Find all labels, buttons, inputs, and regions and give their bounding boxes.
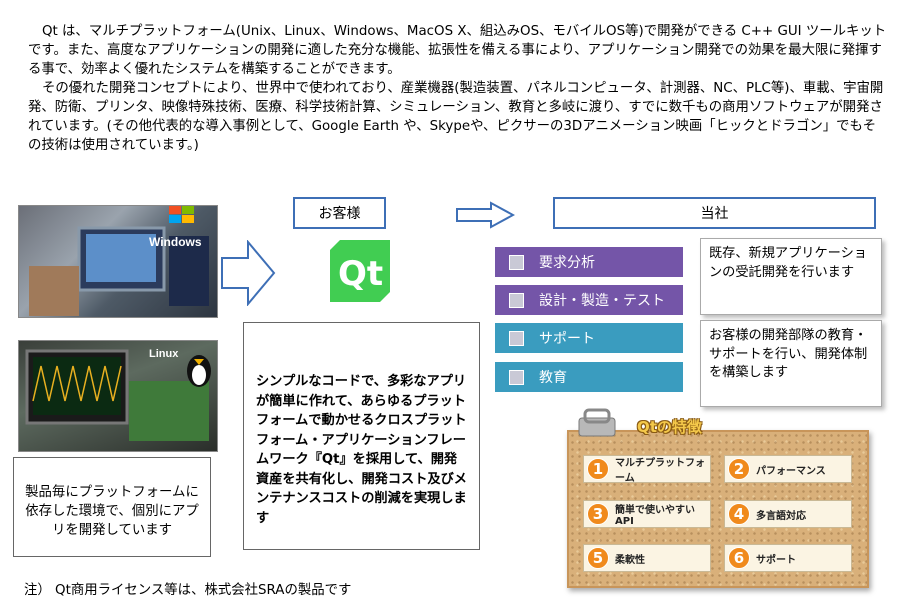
square-icon (509, 330, 524, 346)
feature-number: 4 (728, 503, 750, 525)
feature-number: 2 (728, 458, 750, 480)
feature-label: 柔軟性 (615, 554, 645, 566)
customer-label: お客様 (293, 197, 386, 229)
clip-icon (578, 408, 616, 437)
intro-paragraph-1: Qt は、マルチプラットフォーム(Unix、Linux、Windows、MacO… (28, 24, 887, 77)
feature-label: 簡単で使いやすいAPI (615, 505, 695, 527)
square-icon (509, 254, 524, 270)
feature-label: パフォーマンス (756, 465, 826, 477)
qt-logo-text: Qt (338, 254, 383, 294)
company-label: 当社 (553, 197, 876, 229)
features-title: Qtの特徴 (637, 418, 702, 436)
service-support: サポート (495, 323, 683, 353)
feature-number: 5 (587, 547, 609, 569)
feature-item: 5 柔軟性 (583, 544, 711, 572)
square-icon (509, 292, 524, 308)
feature-number: 3 (587, 503, 609, 525)
intro-text: Qt は、マルチプラットフォーム(Unix、Linux、Windows、MacO… (28, 22, 888, 155)
feature-label: マルチプラットフォーム (615, 458, 705, 484)
feature-number: 1 (587, 458, 609, 480)
windows-machine-photo: Windows (18, 205, 218, 318)
feature-item: 2 パフォーマンス (724, 455, 852, 483)
feature-item: 1 マルチプラットフォーム (583, 455, 711, 484)
qt-logo: Qt (330, 240, 390, 302)
license-note: 注） Qt商用ライセンス等は、株式会社SRAの製品です (24, 583, 352, 598)
service-label: サポート (539, 331, 595, 347)
service-requirements-analysis: 要求分析 (495, 247, 683, 277)
service-education: 教育 (495, 362, 683, 392)
service-label: 要求分析 (539, 255, 595, 271)
right-arrow-icon (456, 201, 515, 229)
feature-number: 6 (728, 547, 750, 569)
contract-development-note: 既存、新規アプリケーションの受託開発を行います (700, 238, 882, 315)
service-label: 教育 (539, 370, 567, 386)
feature-item: 6 サポート (724, 544, 852, 572)
feature-label: サポート (756, 554, 796, 566)
intro-paragraph-2: その優れた開発コンセプトにより、世界中で使われており、産業機器(製造装置、パネル… (28, 81, 884, 153)
qt-description-box: シンプルなコードで、多彩なアプリが簡単に作れて、あらゆるプラットフォームで動かせ… (243, 322, 480, 550)
feature-label: 多言語対応 (756, 510, 806, 522)
linux-machine-photo: Linux (18, 340, 218, 452)
windows-logo-text: Windows (149, 235, 202, 249)
linux-logo-text: Linux (149, 348, 179, 360)
education-support-note: お客様の開発部隊の教育・サポートを行い、開発体制を構築します (700, 320, 882, 407)
feature-item: 4 多言語対応 (724, 500, 852, 528)
current-development-box: 製品毎にプラットフォームに依存した環境で、個別にアプリを開発しています (13, 457, 211, 557)
square-icon (509, 369, 524, 385)
service-label: 設計・製造・テスト (539, 293, 665, 309)
service-design-manufacturing-test: 設計・製造・テスト (495, 285, 683, 315)
right-arrow-icon (221, 240, 276, 306)
feature-item: 3 簡単で使いやすいAPI (583, 500, 711, 528)
